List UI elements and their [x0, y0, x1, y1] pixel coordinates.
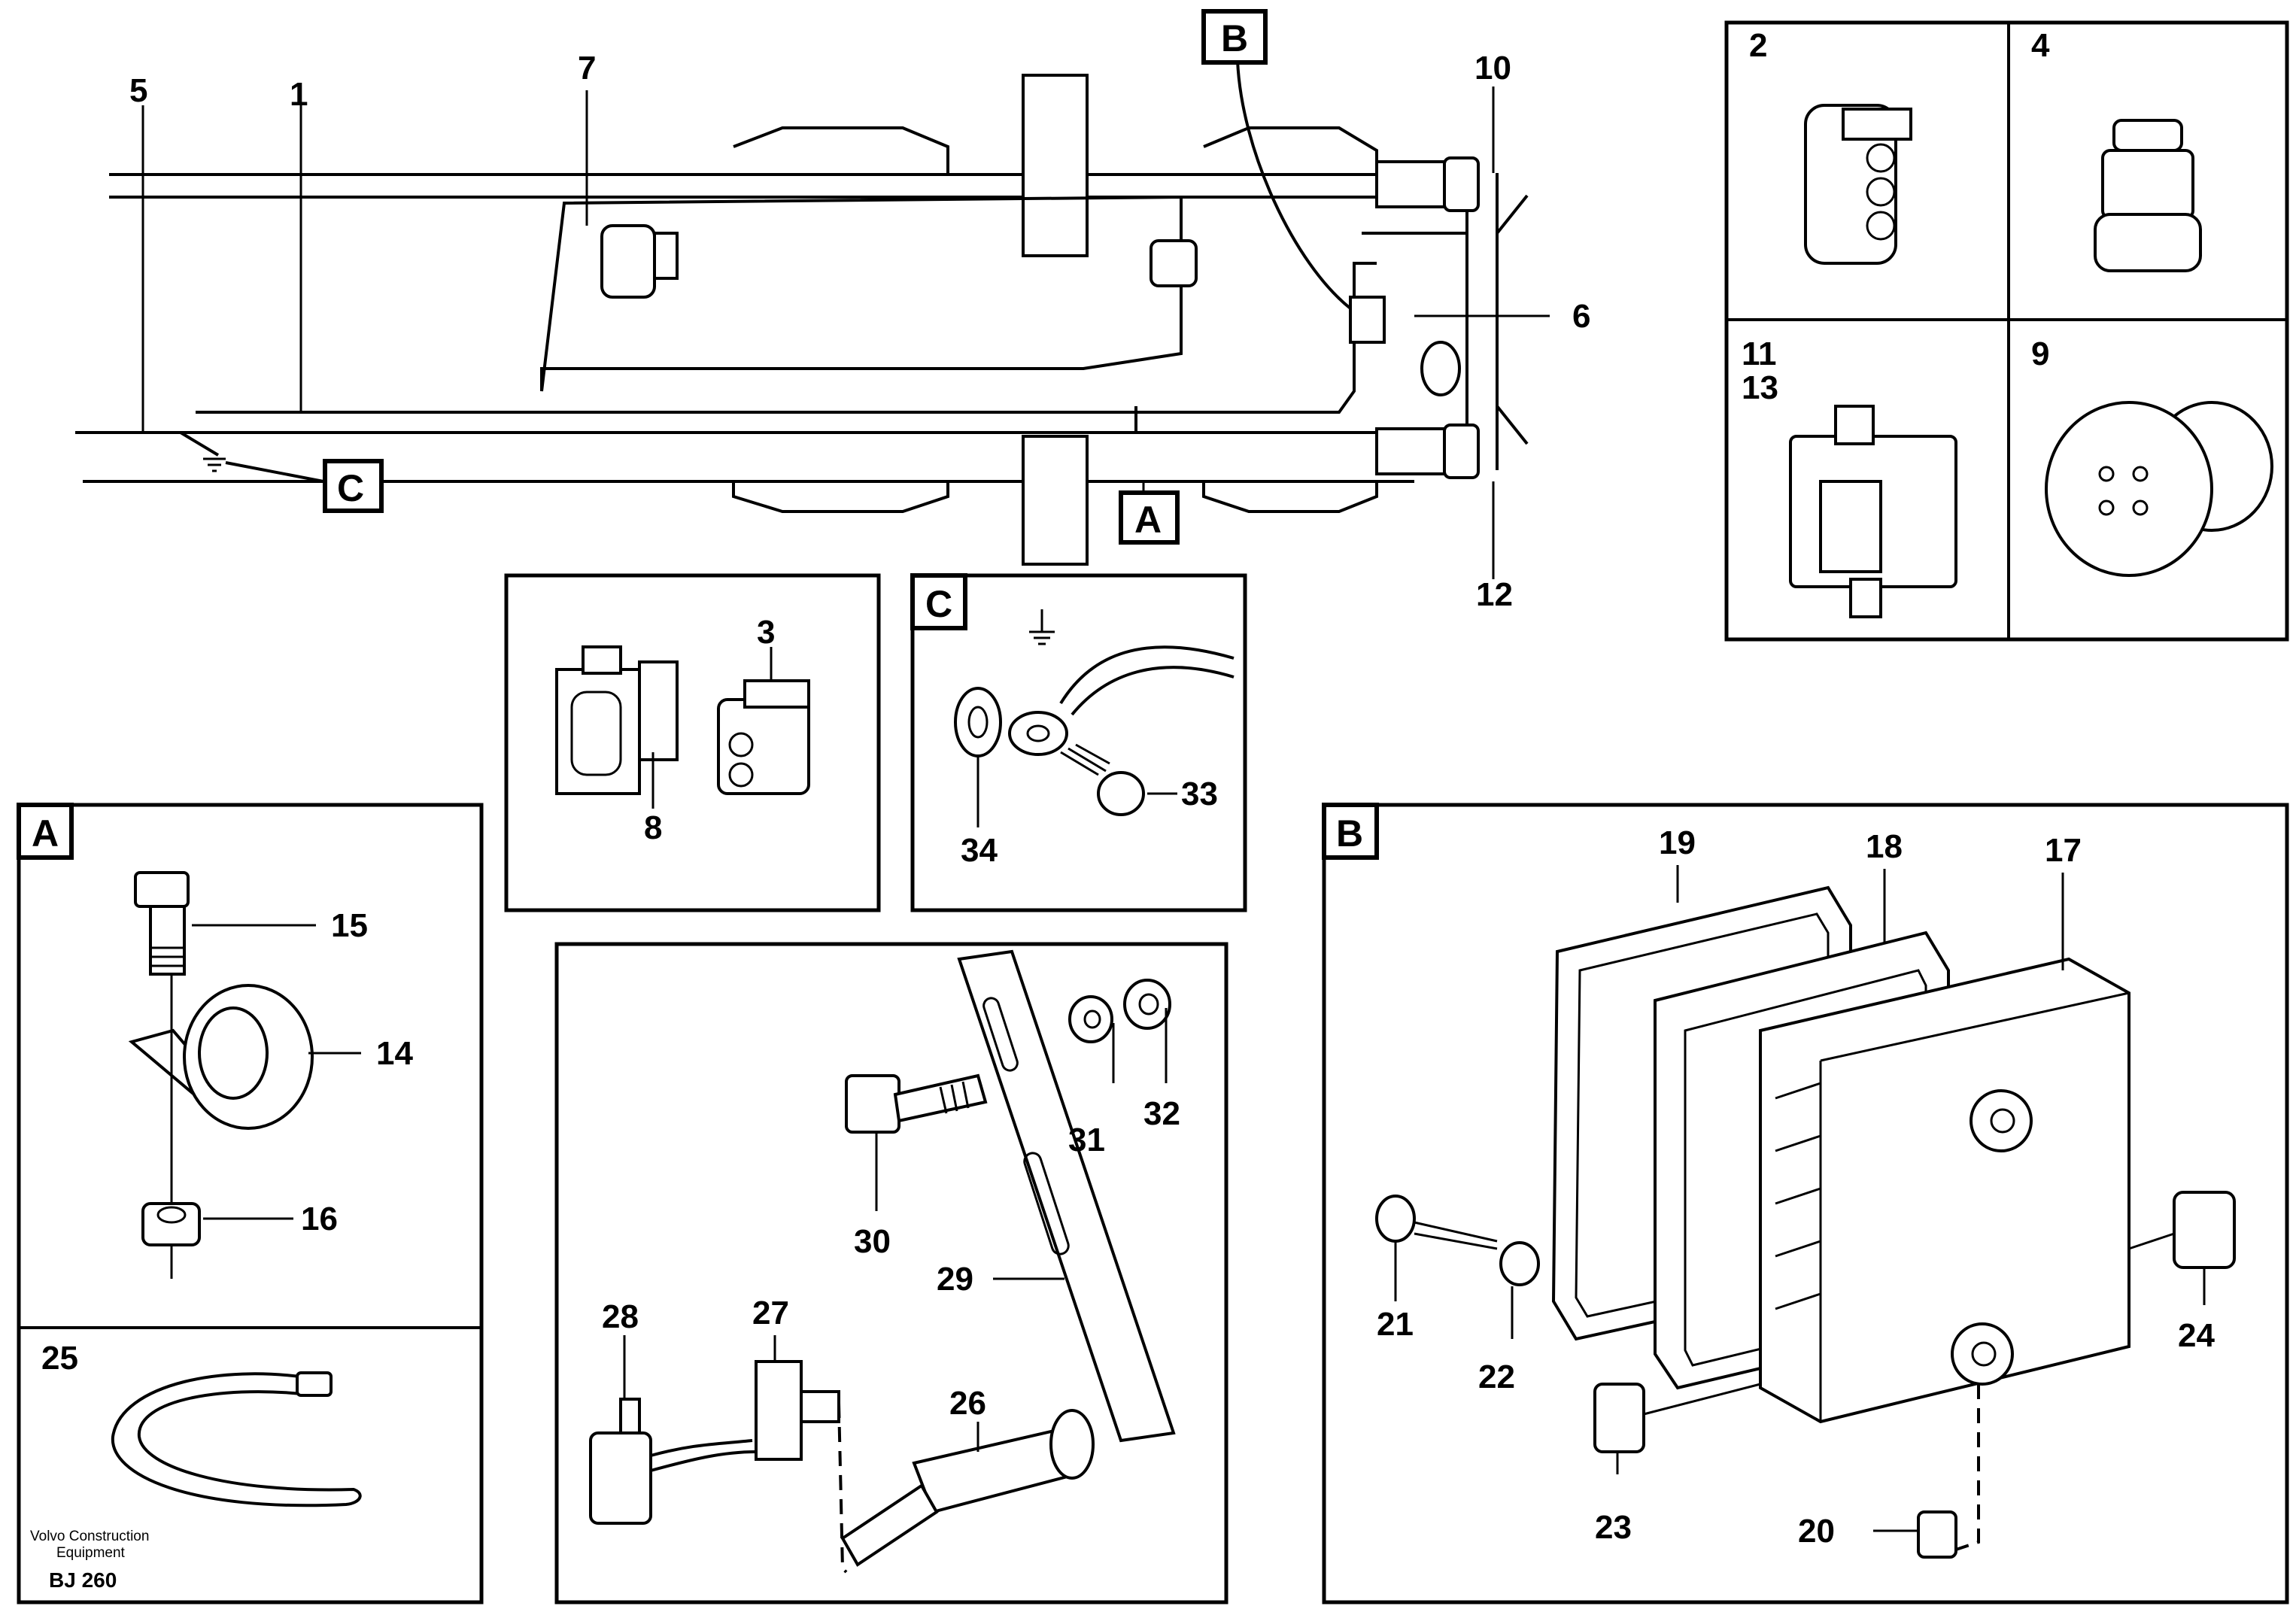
part-3-connector [717, 679, 810, 795]
part-8-connector [555, 645, 679, 795]
label-18: 18 [1866, 828, 1903, 865]
label-32: 32 [1143, 1095, 1180, 1132]
brand-line-2: Equipment [56, 1545, 126, 1561]
diagram-code: BJ 260 [49, 1568, 117, 1592]
label-31: 31 [1068, 1122, 1105, 1158]
sensor-bracket-box: 31 32 30 29 27 28 26 [554, 942, 1228, 1604]
detail-b-tag: B [1336, 812, 1363, 855]
label-15: 15 [331, 907, 368, 944]
label-29: 29 [937, 1261, 973, 1298]
label-11: 11 [1742, 335, 1777, 372]
detail-a-box: A 15 14 16 25 Volvo Construction Equipme… [17, 803, 484, 1604]
label-2: 2 [1749, 27, 1767, 64]
part-11-13-connector [1789, 405, 1957, 618]
label-6: 6 [1572, 298, 1590, 335]
label-9: 9 [2031, 335, 2049, 372]
label-17: 17 [2045, 832, 2082, 869]
label-4: 4 [2031, 27, 2050, 64]
brand-line-1: Volvo Construction [30, 1529, 149, 1544]
detail-b-box: B 19 18 [1322, 803, 2289, 1604]
label-22: 22 [1478, 1359, 1515, 1395]
detail-c-tag: C [925, 583, 952, 625]
label-7: 7 [578, 50, 596, 87]
detail-c-box: C 33 34 [910, 573, 1247, 912]
label-12: 12 [1476, 576, 1513, 613]
detail-a-tag: A [32, 812, 59, 855]
label-1: 1 [290, 76, 308, 113]
callout-a-tag: A [1119, 490, 1180, 545]
callout-a-letter: A [1134, 499, 1162, 541]
label-26: 26 [949, 1385, 986, 1422]
connectors-8-3-box: 3 8 [504, 573, 881, 912]
label-27: 27 [752, 1295, 789, 1331]
label-8: 8 [644, 809, 662, 846]
callout-c-letter: C [337, 467, 364, 509]
part-4-fitting [2094, 119, 2202, 272]
label-5: 5 [129, 72, 147, 109]
chassis-overview [75, 59, 1529, 566]
callout-b-letter: B [1221, 17, 1248, 59]
label-23: 23 [1595, 1509, 1632, 1546]
callout-b-tag: B [1201, 9, 1268, 65]
part-2-connector [1804, 104, 1912, 265]
callout-c-tag: C [323, 459, 384, 513]
label-24: 24 [2178, 1317, 2215, 1354]
label-16: 16 [301, 1201, 338, 1237]
part-9-plug [2045, 401, 2273, 577]
label-25: 25 [41, 1340, 78, 1377]
label-3: 3 [757, 614, 775, 651]
label-14: 14 [376, 1035, 413, 1072]
label-10: 10 [1474, 50, 1511, 87]
label-33: 33 [1181, 776, 1218, 812]
label-19: 19 [1659, 824, 1696, 861]
label-21: 21 [1377, 1306, 1414, 1343]
label-34: 34 [961, 832, 998, 869]
connector-grid: 2 4 11 13 9 [1724, 20, 2289, 642]
label-28: 28 [602, 1298, 639, 1335]
label-13: 13 [1742, 369, 1778, 406]
label-30: 30 [854, 1223, 891, 1260]
label-20: 20 [1798, 1513, 1835, 1550]
